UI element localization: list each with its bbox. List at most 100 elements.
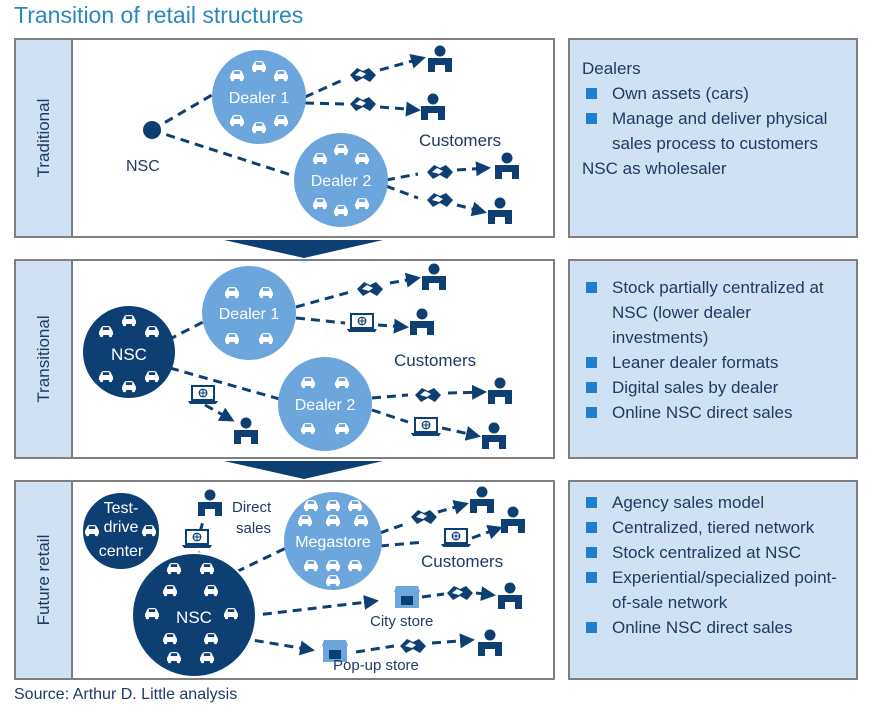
laptop-icon [187, 385, 219, 405]
info-box-transitional: Stock partially centralized at NSC (lowe… [568, 259, 858, 459]
link-nsc-city-store [247, 594, 379, 618]
handshake-icon [427, 193, 453, 207]
customer-icon [498, 582, 522, 609]
dealer1-label: Dealer 1 [229, 90, 290, 107]
arrow-customer [377, 318, 409, 334]
nsc-label: NSC [111, 345, 147, 364]
panel-label-traditional: Traditional [16, 40, 73, 236]
arrow-customer [437, 500, 469, 515]
customer-icon [478, 629, 502, 656]
link-megastore-laptop [379, 540, 425, 548]
info-item: Digital sales by dealer [582, 375, 846, 400]
arrow-customer [204, 403, 235, 422]
arrow-customer [441, 426, 481, 441]
arrow-customer [431, 633, 475, 649]
customer-icon [495, 152, 519, 179]
dealer2-node [278, 357, 372, 451]
customer-icon [410, 308, 434, 335]
handshake-icon [411, 510, 437, 524]
link-nsc-megastore [235, 546, 287, 574]
nsc-label: NSC [176, 608, 212, 627]
dealer1-label: Dealer 1 [219, 306, 280, 323]
arrow-customer [447, 384, 487, 400]
customer-icon [428, 45, 452, 72]
customer-icon [421, 93, 445, 120]
megastore-label: Megastore [295, 534, 371, 551]
info-item: Stock partially centralized at NSC (lowe… [582, 275, 846, 350]
customers-label: Customers [419, 131, 501, 150]
dealer2-label: Dealer 2 [311, 173, 372, 190]
transitional-diagram [167, 272, 487, 441]
laptop-icon [440, 528, 472, 548]
store-icon [394, 586, 420, 608]
info-item: Stock centralized at NSC [582, 540, 846, 565]
link-nsc-dealer1 [151, 93, 213, 132]
link-dealer1-handshake [304, 101, 346, 106]
info-item: Agency sales model [582, 490, 846, 515]
customers-label: Customers [421, 552, 503, 571]
customer-icon [470, 486, 494, 513]
customer-icon [234, 417, 258, 444]
arrow-customer [471, 524, 503, 540]
nsc-node [143, 121, 161, 139]
dealer2-label: Dealer 2 [295, 397, 356, 414]
info-item: Manage and deliver physical sales proces… [582, 106, 846, 156]
laptop-icon [346, 313, 378, 333]
handshake-icon [357, 282, 383, 296]
traditional-diagram [151, 54, 491, 217]
arrow-customer [456, 161, 491, 177]
handshake-icon [415, 388, 441, 402]
test-drive-center-node [81, 491, 161, 571]
link-nsc-dealer2 [169, 366, 284, 402]
popup-store-label: Pop-up store [333, 657, 419, 674]
customer-icon [198, 489, 222, 516]
page-title: Transition of retail structures [14, 2, 304, 28]
info-item: Experiential/specialized point-of-sale n… [582, 565, 846, 615]
laptop-icon [410, 417, 442, 437]
info-item: Online NSC direct sales [582, 615, 846, 640]
laptop-icon [181, 529, 213, 549]
info-item: Leaner dealer formats [582, 350, 846, 375]
customer-icon [501, 506, 525, 533]
link-dealer2-handshake [385, 172, 419, 182]
handshake-icon [427, 165, 453, 179]
nsc-label: NSC [126, 158, 160, 175]
arrow-customer [379, 54, 426, 72]
link-dealer1-laptop [295, 316, 346, 325]
handshake-icon [400, 639, 426, 653]
info-footer: NSC as wholesaler [582, 159, 727, 178]
handshake-icon [447, 586, 473, 600]
arrow-customer [456, 201, 487, 217]
test-drive-label: Test- [104, 500, 139, 517]
customers-label: Customers [394, 351, 476, 370]
city-store-label: City store [370, 613, 433, 630]
test-drive-label: drive [104, 519, 139, 536]
customer-icon [488, 377, 512, 404]
handshake-icon [350, 97, 376, 111]
info-box-future-retail: Agency sales model Centralized, tiered n… [568, 480, 858, 680]
handshake-icon [350, 68, 376, 82]
arrow-down-icon [224, 461, 383, 479]
dealer1-node [202, 266, 296, 360]
customer-icon [422, 263, 446, 290]
link-dealer1-handshake [304, 77, 346, 99]
link-city-store-handshake [421, 592, 445, 599]
link-megastore-handshake [379, 521, 409, 535]
test-drive-label: center [99, 543, 144, 560]
arrow-customer [475, 586, 496, 602]
customer-icon [482, 422, 506, 449]
direct-sales-label: Direct [232, 499, 272, 516]
nsc-node [131, 552, 257, 678]
link-nsc-popup-store [239, 636, 315, 656]
link-popup-handshake [355, 644, 395, 654]
info-box-traditional: Dealers Own assets (cars) Manage and del… [568, 38, 858, 238]
info-item: Centralized, tiered network [582, 515, 846, 540]
arrow-down-icon [224, 240, 383, 258]
info-header: Dealers [582, 59, 641, 78]
source-note: Source: Arthur D. Little analysis [14, 686, 238, 703]
panel-label-transitional: Transitional [16, 261, 73, 457]
customer-icon [488, 197, 512, 224]
arrow-customer [379, 101, 421, 117]
panel-label-future-retail: Future retail [16, 482, 73, 678]
